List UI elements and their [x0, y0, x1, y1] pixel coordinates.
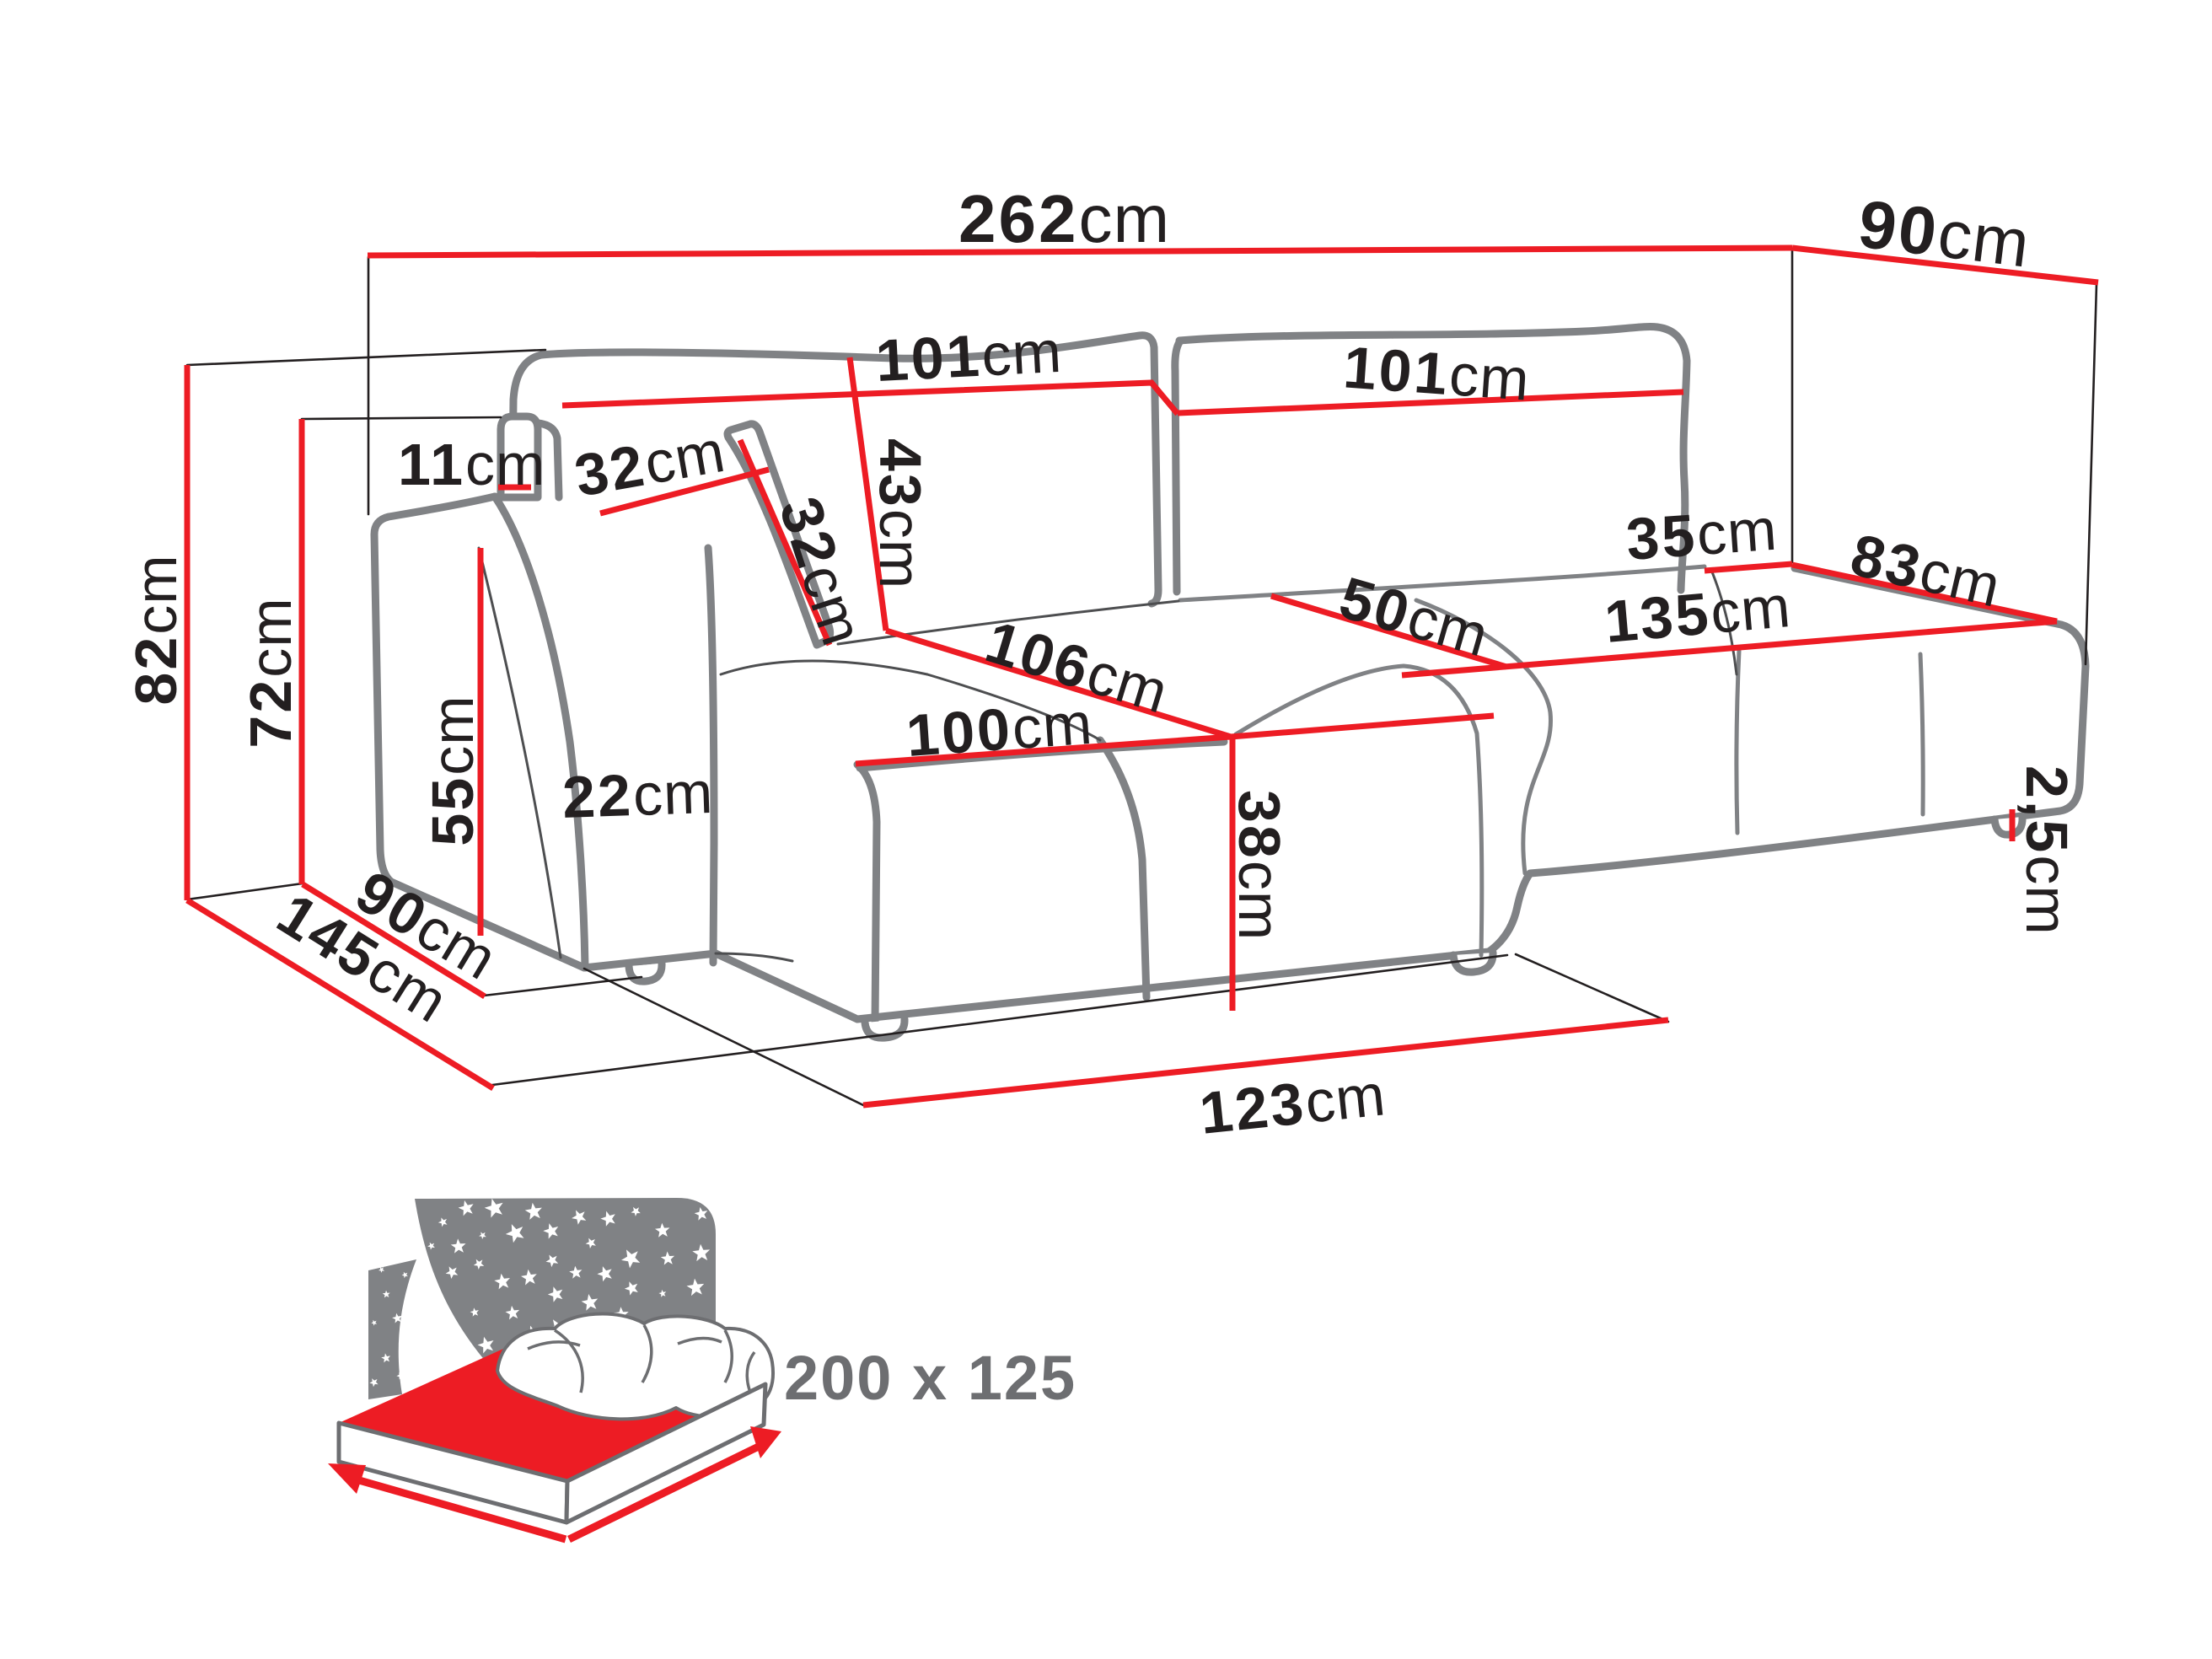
- svg-text:32cm: 32cm: [767, 490, 877, 654]
- svg-text:90cm: 90cm: [1855, 186, 2034, 282]
- svg-text:2,5cm: 2,5cm: [2014, 765, 2080, 936]
- svg-text:135cm: 135cm: [1603, 573, 1794, 655]
- svg-text:50cm: 50cm: [1333, 564, 1496, 668]
- svg-text:200 x 125: 200 x 125: [784, 1343, 1076, 1413]
- svg-text:100cm: 100cm: [905, 690, 1095, 769]
- svg-text:11cm: 11cm: [398, 432, 545, 497]
- svg-text:32cm: 32cm: [570, 418, 730, 509]
- svg-text:82cm: 82cm: [123, 554, 189, 705]
- svg-text:101cm: 101cm: [1341, 334, 1532, 412]
- svg-text:22cm: 22cm: [561, 760, 715, 830]
- svg-text:38cm: 38cm: [1227, 790, 1292, 941]
- svg-text:83cm: 83cm: [1845, 522, 2007, 620]
- svg-text:123cm: 123cm: [1196, 1061, 1388, 1146]
- svg-text:72cm: 72cm: [238, 597, 303, 748]
- svg-text:55cm: 55cm: [420, 695, 486, 846]
- svg-text:35cm: 35cm: [1624, 497, 1780, 572]
- svg-text:262cm: 262cm: [958, 181, 1170, 256]
- svg-text:43cm: 43cm: [867, 438, 933, 589]
- svg-text:101cm: 101cm: [874, 319, 1064, 394]
